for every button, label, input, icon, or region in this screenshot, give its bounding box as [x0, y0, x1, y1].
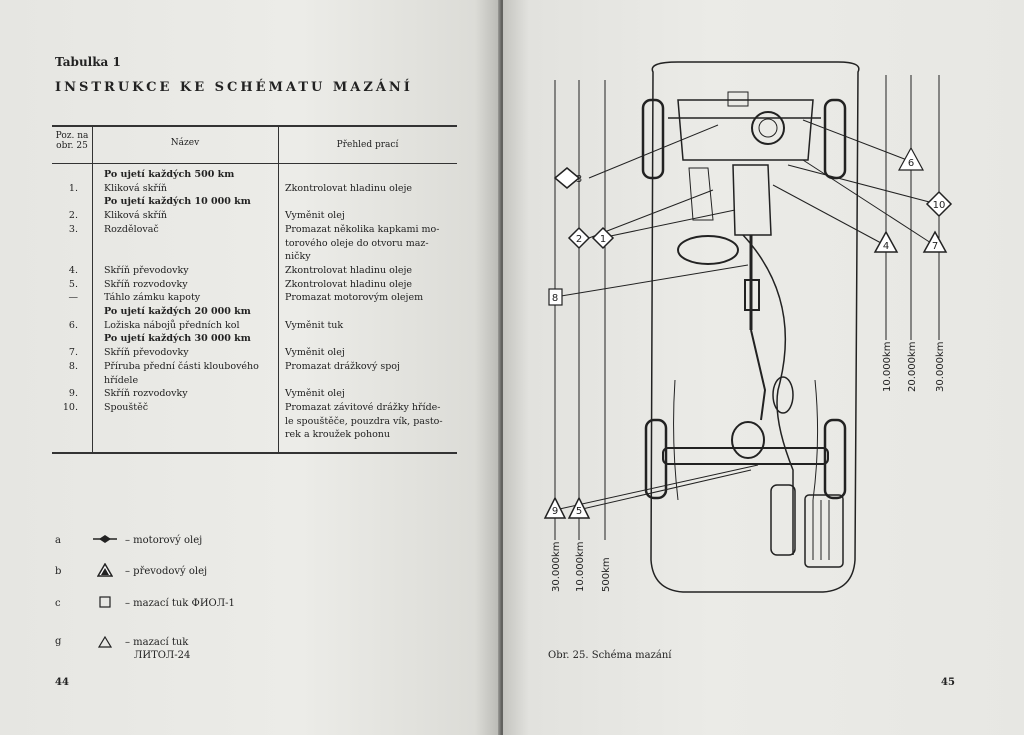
marker-label-3: 3 [576, 174, 582, 185]
table-row-name: Rozdělovač [104, 223, 159, 235]
table-row-name: hřídele [104, 374, 139, 386]
table-row-name: Kliková skříň [104, 182, 168, 194]
table-row-number: 8. [68, 360, 78, 372]
table-col-divider-1 [92, 127, 93, 452]
table-row-name: Spouštěč [104, 401, 149, 413]
interval-label-left-3: 500km [601, 557, 612, 592]
table-row-name: Kliková skříň [104, 210, 168, 222]
legend-text-line1: – mazací tuk [125, 637, 189, 648]
legend-text: – mazací tuk ФИОЛ-1 [125, 598, 235, 609]
table-row-work: Zkontrolovat hladinu oleje [285, 264, 413, 276]
table-row-name: Ložiska nábojů předních kol [104, 319, 240, 331]
table-row-number: 9. [68, 388, 78, 400]
table-col-divider-2 [278, 127, 279, 452]
interval-label-left-2: 10.000km [575, 541, 586, 592]
marker-label-7: 7 [932, 241, 938, 252]
table-row-work: rek a kroužek pohonu [285, 429, 391, 441]
header-name: Název [170, 138, 200, 148]
table-row-name: Příruba přední části kloubového [104, 360, 259, 372]
book-gutter [498, 0, 506, 735]
table-row-work: Zkontrolovat hladinu oleje [285, 182, 413, 194]
legend-item-b: b – převodový olej [55, 562, 208, 580]
interval-label-right-2: 20.000km [907, 341, 918, 392]
marker-label-10: 10 [933, 200, 946, 211]
table-section-heading: Po ujetí každých 500 km [104, 169, 235, 180]
lubrication-diagram: 3 2 1 8 9 5 6 10 4 7 [543, 61, 953, 593]
table-row-work: le spouštěče, pouzdra vík, pasto- [285, 415, 443, 427]
table-row-name: Skříň rozvodovky [104, 388, 188, 400]
table-row-work: torového oleje do otvoru maz- [285, 237, 429, 249]
table-row-work: Zkontrolovat hladinu oleje [285, 278, 413, 290]
marker-label-4: 4 [883, 241, 889, 252]
header-pos-line1: Poz. na [55, 131, 89, 141]
left-page: Tabulka 1 INSTRUKCE KE SCHÉMATU MAZÁNÍ P… [0, 0, 500, 735]
table-header-rule [52, 163, 457, 164]
legend-text: – mazací tuk ЛИТОЛ-24 [125, 636, 190, 662]
legend-letter: g [55, 636, 62, 647]
page-title: INSTRUKCE KE SCHÉMATU MAZÁNÍ [55, 80, 413, 95]
table-row-work: Vyměnit olej [285, 388, 345, 400]
page-number-left: 44 [55, 677, 69, 688]
header-work: Přehled prací [336, 140, 399, 150]
table-row-work: Vyměnit olej [285, 347, 345, 359]
table-section-heading: Po ujetí každých 10 000 km [104, 196, 251, 208]
diamond-icon [85, 534, 125, 547]
table-label: Tabulka 1 [55, 55, 121, 69]
marker-label-6: 6 [908, 158, 914, 169]
page-number-right: 45 [941, 677, 955, 688]
table-row-name: Skříň převodovky [104, 264, 189, 276]
table-row-number: — [68, 292, 79, 304]
header-pos-line2: obr. 25 [56, 141, 88, 151]
table-top-rule [52, 125, 457, 127]
header-pos: Poz. na obr. 25 [52, 131, 92, 151]
table-row-name: Skříň převodovky [104, 347, 189, 359]
table-row-number: 1. [68, 182, 78, 194]
table-row-work: Promazat závitové drážky hříde- [285, 401, 441, 413]
table-row-name: Táhlo zámku kapoty [104, 292, 201, 304]
triangle-filled-icon [85, 562, 125, 580]
table-section-heading: Po ujetí každých 30 000 km [104, 333, 251, 345]
marker-3-diamond [553, 167, 581, 189]
legend-text-line2: ЛИТОЛ-24 [134, 650, 191, 661]
table-row-work: Promazat motorovým olejem [285, 292, 424, 304]
table-row-work: Promazat několika kapkami mo- [285, 223, 440, 235]
table-row-number: 3. [68, 223, 78, 235]
table-row-number: 5. [68, 278, 78, 290]
legend-item-c: c – mazací tuk ФИОЛ-1 [55, 596, 235, 611]
table-row-work: Promazat drážkový spoj [285, 360, 400, 372]
triangle-icon [85, 635, 125, 651]
table-row-number: 10. [62, 401, 78, 413]
legend-letter: a [55, 535, 61, 546]
right-page: 3 2 1 8 9 5 6 10 4 7 [503, 0, 1024, 735]
interval-label-right-3: 30.000km [935, 341, 946, 392]
table-row-name: Skříň rozvodovky [104, 278, 188, 290]
legend-text: – motorový olej [125, 535, 203, 546]
legend-item-a: a – motorový olej [55, 534, 202, 547]
legend-letter: c [55, 598, 61, 609]
legend-item-g: g – mazací tuk ЛИТОЛ-24 [55, 635, 190, 662]
table-row-number: 2. [68, 210, 78, 222]
table-bottom-rule [52, 452, 457, 454]
marker-label-9: 9 [552, 506, 558, 517]
table-section-heading: Po ujetí každých 20 000 km [104, 306, 251, 317]
marker-label-8: 8 [552, 293, 558, 304]
interval-label-right-1: 10.000km [882, 341, 893, 392]
table-row-work: Vyměnit olej [285, 210, 345, 222]
table-row-work: Vyměnit tuk [285, 319, 344, 331]
interval-label-left-1: 30.000km [551, 541, 562, 592]
marker-label-2: 2 [576, 234, 582, 245]
legend-letter: b [55, 566, 62, 577]
square-icon [85, 596, 125, 611]
table-row-number: 7. [68, 347, 78, 359]
marker-label-1: 1 [600, 234, 606, 245]
marker-label-5: 5 [576, 506, 582, 517]
table-row-number: 6. [68, 319, 78, 331]
figure-caption: Obr. 25. Schéma mazání [548, 650, 672, 661]
table-row-number: 4. [68, 264, 78, 276]
legend-text: – převodový olej [125, 566, 208, 577]
table-row-work: ničky [285, 251, 311, 263]
